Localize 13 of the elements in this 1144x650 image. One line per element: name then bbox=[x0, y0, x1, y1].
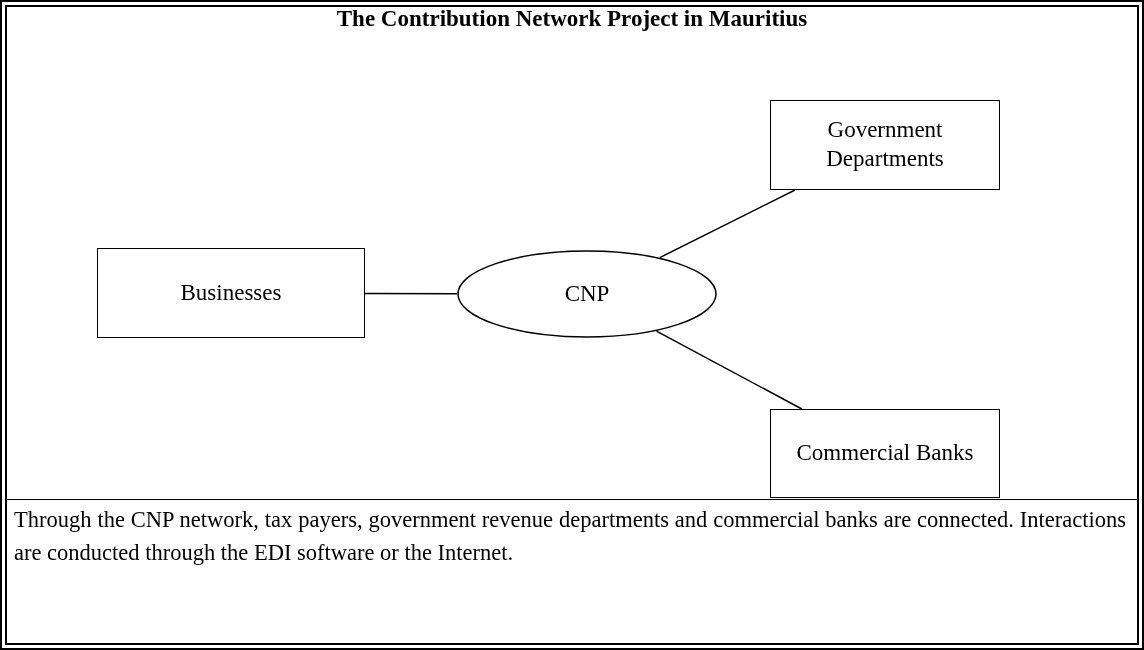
ellipse-node bbox=[457, 250, 717, 338]
node-label: Commercial Banks bbox=[796, 439, 974, 468]
process-box bbox=[770, 409, 1000, 498]
diagram-title: The Contribution Network Project in Mauritius bbox=[335, 6, 809, 32]
caption-text: Through the CNP network, tax payers, government revenue departments and commercial banks are connected. Interactions are conducted through the EDI software or the Internet. bbox=[14, 506, 1126, 567]
node-label: Businesses bbox=[180, 278, 282, 307]
connector-line bbox=[655, 330, 803, 410]
node-label: Government Departments bbox=[825, 116, 945, 173]
process-box bbox=[770, 100, 1000, 190]
connector-line bbox=[364, 292, 458, 295]
node-label: CNP bbox=[564, 279, 610, 308]
connector-line bbox=[659, 189, 796, 259]
process-box bbox=[97, 248, 365, 338]
